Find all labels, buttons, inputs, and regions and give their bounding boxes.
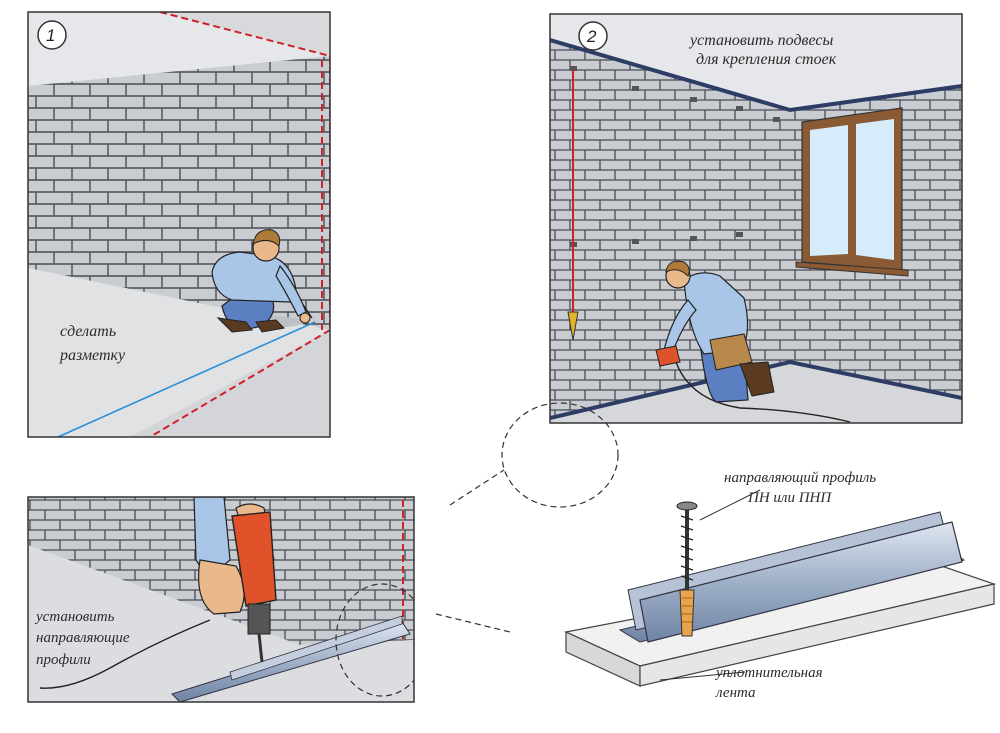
drill-hand [193, 497, 277, 663]
panel-1-caption-line2: разметку [59, 347, 126, 364]
panel-3-caption-line2: направляющие [36, 630, 130, 646]
profile-detail: направляющий профиль ПН или ПНП уплотнит… [564, 470, 997, 701]
panel-2-caption-line1: установить подвесы [688, 32, 833, 49]
step-2-badge: 2 [578, 21, 608, 51]
panel-1-caption-line1: сделать [60, 323, 116, 340]
panel-3-caption-line3: профили [36, 652, 91, 668]
panel-3-caption-line1: установить [34, 609, 115, 625]
tape-label-line1: уплотнительная [714, 665, 823, 681]
worker-crouching [211, 229, 313, 333]
worker-drilling [655, 260, 851, 423]
step-1-number: 1 [46, 26, 55, 45]
panel-3-frame [27, 496, 415, 703]
panel-1-frame [27, 11, 331, 438]
tape-label-line2: лента [715, 685, 756, 701]
window [795, 107, 909, 277]
profile-label-line1: направляющий профиль [724, 470, 876, 486]
panel-2-hangers [550, 14, 962, 423]
panel-2-frame [549, 13, 963, 424]
profile-label-line2: ПН или ПНП [747, 490, 832, 506]
step-2-number: 2 [586, 27, 597, 46]
panel-2-caption-line2: для крепления стоек [696, 51, 837, 68]
panel-1-marking: сделать разметку [28, 12, 330, 437]
step-1-badge: 1 [37, 20, 67, 50]
panel-3-profiles: установить направляющие профили [28, 497, 414, 702]
zoom-connectors [435, 402, 619, 633]
zoom-circle-panel-3 [335, 583, 414, 697]
